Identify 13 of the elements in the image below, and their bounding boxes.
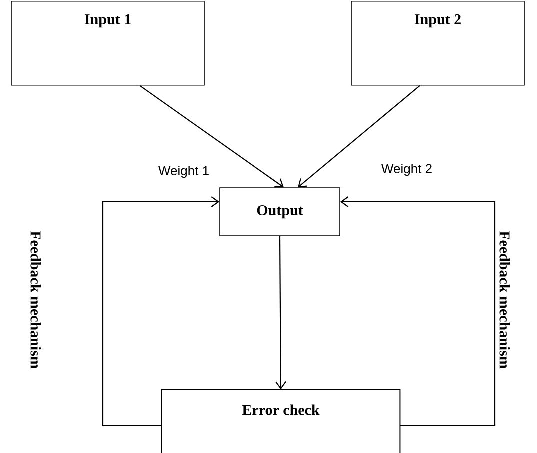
edge-label: Feedback mechanism [30, 230, 42, 370]
process-box: Input 1 [11, 1, 205, 86]
arrow [298, 85, 420, 188]
edge-label: Weight 2 [380, 162, 434, 178]
arrow [140, 85, 284, 188]
arrow [340, 196, 496, 427]
edge-label: Weight 1 [157, 164, 211, 180]
edge-label: Feedback mechanism [498, 230, 512, 370]
process-box: Error check [161, 389, 401, 453]
process-box: Input 2 [351, 1, 525, 86]
arrow [102, 196, 220, 427]
process-box: Output [220, 188, 340, 236]
arrow [276, 236, 286, 390]
